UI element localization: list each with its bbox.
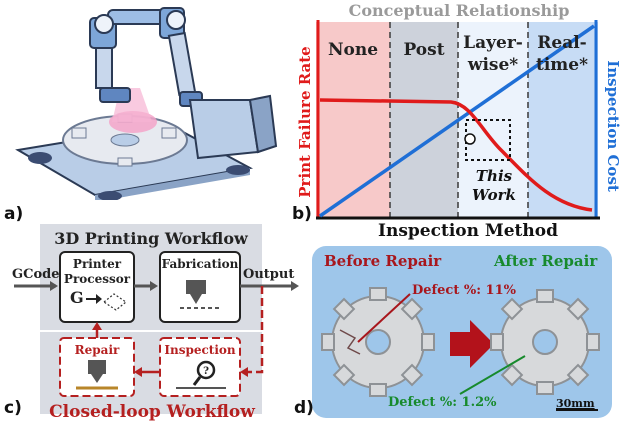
region-label-realtime-1: Real- [537, 33, 586, 53]
region-label-layerwise-1: Layer- [463, 33, 523, 53]
fabrication-label: Fabrication [162, 257, 239, 271]
panel-a-illustration [0, 0, 300, 202]
output-to-inspection-loop [244, 286, 264, 374]
output-label: Output [243, 267, 294, 282]
this-work-label-1: This [476, 167, 513, 185]
y-axis-label-left: Print Failure Rate [296, 46, 314, 197]
before-repair-label: Before Repair [324, 252, 442, 270]
workflow-title: 3D Printing Workflow [54, 229, 249, 248]
panel-label-c: c) [4, 398, 22, 418]
defect-before-leader [357, 293, 411, 343]
svg-text:?: ? [203, 366, 209, 377]
printed-gear-shape [62, 113, 188, 167]
region-label-realtime-2: time* [536, 55, 588, 75]
repair-direction-arrow [450, 320, 494, 368]
inspection-cost-line [319, 24, 595, 218]
defect-after-leader [459, 355, 526, 395]
region-realtime-bg [528, 22, 598, 217]
closed-loop-title: Closed-loop Workflow [49, 402, 255, 422]
after-repair-gear [490, 289, 600, 395]
region-label-none: None [328, 40, 378, 60]
nozzle-icon [180, 280, 222, 309]
gcode-glyph: G [70, 288, 84, 307]
repair-to-processor-arrow [92, 322, 102, 330]
panel-d-photo: Before Repair After Repair Defect %: 11%… [300, 244, 621, 422]
intersection-marker [464, 133, 476, 145]
printer-processor-label-2: Processor [64, 272, 131, 286]
magnifier-icon: ? [176, 360, 226, 389]
y-axis-label-right: Inspection Cost [604, 60, 621, 192]
panel-label-d: d) [294, 398, 314, 418]
region-none-bg [316, 22, 390, 217]
region-label-post: Post [403, 40, 444, 60]
panel-c-workflow: 3D Printing Workflow Printer Processor G… [0, 222, 300, 422]
printer-processor-label-1: Printer [73, 257, 122, 271]
gcode-label: GCode [12, 267, 59, 282]
inspection-to-repair-arrow [134, 367, 142, 377]
chart-title: Conceptual Relationship [349, 1, 570, 20]
repair-label: Repair [75, 343, 120, 357]
panel-label-a: a) [4, 204, 24, 224]
before-repair-gear [321, 287, 435, 397]
processor-to-fabrication-arrow [150, 281, 158, 291]
scale-bar-label: 30mm [556, 397, 595, 410]
x-axis-label: Inspection Method [378, 221, 558, 240]
repair-nozzle-icon [76, 360, 118, 390]
panel-b-chart: None Post Layer- wise* Real- time* This … [296, 0, 621, 241]
defect-after-label: Defect %: 1.2% [388, 395, 497, 410]
defect-before-label: Defect %: 11% [412, 283, 517, 298]
panel-label-b: b) [292, 204, 312, 224]
failure-rate-curve [319, 98, 593, 212]
robot-printer-illustration [15, 7, 278, 202]
processor-arrow-icon [86, 294, 102, 304]
region-post-bg [390, 22, 458, 217]
after-repair-label: After Repair [493, 252, 598, 270]
inspection-label: Inspection [164, 343, 236, 357]
this-work-label-2: Work [472, 186, 516, 204]
region-label-layerwise-2: wise* [467, 55, 518, 75]
sliced-layer-icon [102, 293, 128, 311]
